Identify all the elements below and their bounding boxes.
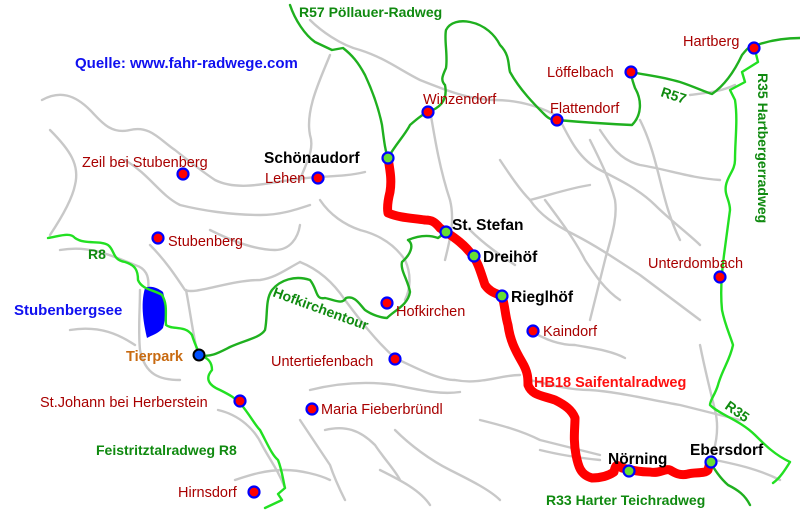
schoenaudorf-label: Schönaudorf: [264, 150, 360, 167]
marker-dreihoef: [467, 249, 481, 263]
loeffelbach-label: Löffelbach: [547, 65, 614, 81]
r57-poellauer-label: R57 Pöllauer-Radweg: [299, 4, 442, 20]
flattendorf-label: Flattendorf: [550, 101, 620, 117]
stubenbergsee-label: Stubenbergsee: [14, 302, 122, 319]
zeil-label: Zeil bei Stubenberg: [82, 155, 208, 171]
marker-zeil: [176, 167, 190, 181]
route-stop-markers: [381, 151, 718, 478]
marker-flattendorf: [550, 113, 564, 127]
r8-feistritztal-label: Feistritztalradweg R8: [96, 442, 237, 458]
tierpark-marker: [192, 348, 206, 362]
lehen-label: Lehen: [265, 171, 305, 187]
marker-lehen: [311, 171, 325, 185]
hartberg-label: Hartberg: [683, 34, 739, 50]
hirnsdorf-label: Hirnsdorf: [178, 485, 238, 501]
marker-winzendorf: [421, 105, 435, 119]
r8-feistritztalradweg: [46, 233, 287, 510]
unterdombach-label: Unterdombach: [648, 256, 743, 272]
marker-noerning: [622, 464, 636, 478]
r35-hartbergerradweg-label: R35 Hartbergerradweg: [755, 73, 771, 223]
source-label: Quelle: www.fahr-radwege.com: [75, 55, 298, 72]
hofkirchen-label: Hofkirchen: [396, 304, 465, 320]
hb18-label: HB18 Saifentalradweg: [534, 375, 686, 391]
hb18-saifentalradweg-route: [383, 153, 715, 483]
town-markers: [151, 41, 761, 499]
marker-kaindorf: [526, 324, 540, 338]
hofkirchentour: [198, 230, 448, 357]
marker-unterdombach: [713, 270, 727, 284]
untertiefenbach-label: Untertiefenbach: [271, 354, 373, 370]
r57-west-branch: [288, 3, 390, 160]
stubenberg-label: Stubenberg: [168, 234, 243, 250]
marker-hartberg: [747, 41, 761, 55]
marker-hofkirchen: [380, 296, 394, 310]
r57-short-label: R57: [659, 84, 689, 107]
r33-label: R33 Harter Teichradweg: [546, 492, 705, 508]
tierpark-label: Tierpark: [126, 349, 184, 365]
stubenbergsee-lake: [142, 286, 166, 338]
dreihoef-label: Dreihöf: [483, 249, 538, 266]
maria-fieberbruendl-label: Maria Fieberbründl: [321, 402, 443, 418]
marker-untertiefenbach: [388, 352, 402, 366]
road-network: [40, 18, 782, 507]
marker-loeffelbach: [624, 65, 638, 79]
st-johann-label: St.Johann bei Herberstein: [40, 395, 208, 411]
r8-short-label: R8: [88, 246, 106, 262]
r35-hartbergerradweg: [708, 44, 792, 485]
ebersdorf-label: Ebersdorf: [690, 442, 764, 459]
marker-hirnsdorf: [247, 485, 261, 499]
noerning-label: Nörning: [608, 451, 667, 468]
winzendorf-label: Winzendorf: [423, 92, 497, 108]
marker-rieglhoef: [495, 289, 509, 303]
marker-st-stefan: [439, 225, 453, 239]
hofkirchentour-label: Hofkirchentour: [271, 284, 371, 334]
r33-harter-teichradweg: [708, 460, 752, 507]
marker-schoenaudorf: [381, 151, 395, 165]
kaindorf-label: Kaindorf: [543, 324, 598, 340]
marker-maria-fieberbruendl: [305, 402, 319, 416]
marker-st-johann: [233, 394, 247, 408]
marker-stubenberg: [151, 231, 165, 245]
rieglhoef-label: Rieglhöf: [511, 289, 574, 306]
st-stefan-label: St. Stefan: [452, 217, 523, 234]
r57-winzendorf-branch: [386, 20, 559, 160]
marker-ebersdorf: [704, 455, 718, 469]
